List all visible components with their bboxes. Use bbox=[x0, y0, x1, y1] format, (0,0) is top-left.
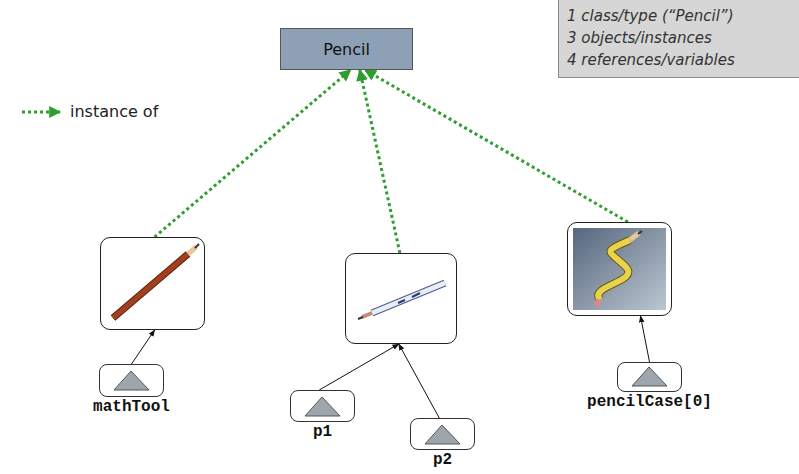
note-box: 1 class/type (“Pencil”)3 objects/instanc… bbox=[558, 0, 799, 78]
instance-of-arrow bbox=[155, 70, 351, 237]
note-line: 3 objects/instances bbox=[567, 27, 791, 49]
reference-icon bbox=[425, 425, 460, 444]
class-name: Pencil bbox=[323, 40, 370, 59]
reference-arrow bbox=[641, 316, 650, 362]
instance-of-arrow bbox=[365, 70, 628, 222]
reference-arrow bbox=[399, 344, 439, 418]
variable-name: pencilCase[0] bbox=[587, 393, 712, 411]
variable-name: p1 bbox=[313, 423, 332, 441]
object-box bbox=[100, 237, 205, 330]
reference-icon bbox=[114, 371, 149, 390]
note-line: 1 class/type (“Pencil”) bbox=[567, 5, 791, 27]
reference-arrow bbox=[132, 330, 155, 364]
reference-icon bbox=[632, 367, 667, 386]
reference-arrow bbox=[319, 344, 399, 390]
pencil-picture bbox=[573, 228, 666, 310]
pencil-picture bbox=[113, 244, 199, 318]
class-box: Pencil bbox=[280, 28, 413, 70]
variable-name: mathTool bbox=[93, 398, 170, 416]
reference-icon bbox=[305, 397, 340, 416]
legend-sample bbox=[22, 111, 60, 114]
variable-name: p2 bbox=[433, 451, 452, 469]
reference-box: p1 bbox=[290, 390, 355, 422]
object-box bbox=[345, 253, 457, 344]
pencil-picture bbox=[358, 283, 445, 319]
reference-box: mathTool bbox=[99, 364, 164, 397]
legend-label: instance of bbox=[70, 102, 158, 121]
reference-box: pencilCase[0] bbox=[617, 362, 682, 392]
reference-box: p2 bbox=[410, 418, 475, 450]
instance-of-arrow bbox=[360, 70, 400, 253]
note-line: 4 references/variables bbox=[567, 49, 791, 71]
object-box bbox=[567, 222, 672, 316]
